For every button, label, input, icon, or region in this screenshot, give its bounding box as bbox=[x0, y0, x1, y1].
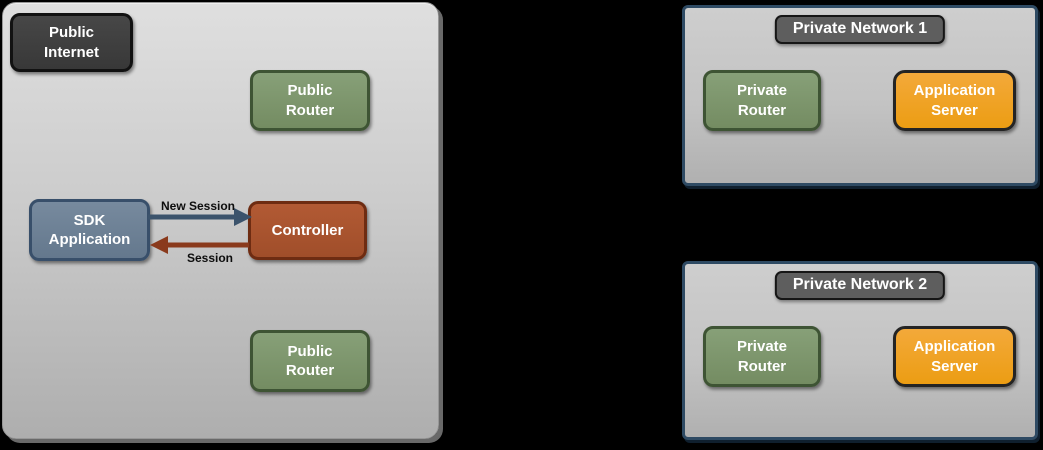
public-internet-label-box: Public Internet bbox=[10, 13, 133, 72]
node-application-server-2: Application Server bbox=[893, 326, 1016, 387]
arrow-label-session: Session bbox=[186, 251, 234, 265]
node-private-router-1: Private Router bbox=[703, 70, 821, 131]
node-private-router-2: Private Router bbox=[703, 326, 821, 387]
private-network-2-title: Private Network 2 bbox=[774, 271, 946, 300]
arrow-label-new-session: New Session bbox=[160, 199, 236, 213]
private-network-1-zone: Private Network 1 Private Router Applica… bbox=[682, 5, 1038, 186]
public-internet-zone: Public Internet Public Router SDK Applic… bbox=[2, 2, 439, 439]
private-network-1-title: Private Network 1 bbox=[774, 15, 946, 44]
node-controller: Controller bbox=[248, 201, 367, 260]
node-public-router-top: Public Router bbox=[250, 70, 370, 131]
node-sdk-application: SDK Application bbox=[29, 199, 150, 261]
node-public-router-bottom: Public Router bbox=[250, 330, 370, 392]
node-application-server-1: Application Server bbox=[893, 70, 1016, 131]
private-network-2-zone: Private Network 2 Private Router Applica… bbox=[682, 261, 1038, 440]
